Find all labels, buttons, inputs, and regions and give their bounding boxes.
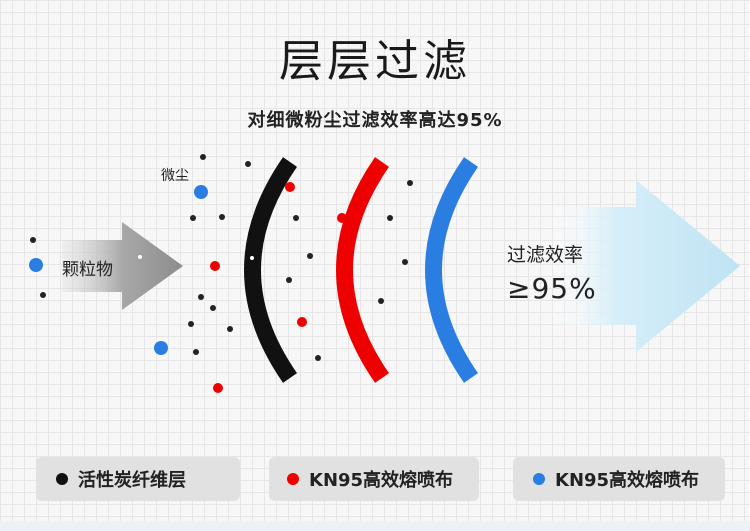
particle-dot [198, 294, 204, 300]
filter-layer-red [336, 157, 389, 383]
particles [29, 154, 413, 393]
particle-dot [40, 292, 46, 298]
black-dot-icon [56, 473, 68, 485]
particle-dot [210, 305, 216, 311]
legend-label: 活性炭纤维层 [78, 470, 186, 491]
particle-dot [29, 258, 43, 272]
particle-dot [194, 185, 208, 199]
filter-layer-carbon [244, 157, 297, 383]
particle-dot [250, 256, 254, 260]
dust-label: 微尘 [161, 168, 189, 184]
particle-dot [307, 253, 313, 259]
particle-dot [30, 237, 36, 243]
particle-dot [193, 349, 199, 355]
legend-item-blue-meltblown: KN95高效熔喷布 [513, 457, 725, 501]
particle-dot [190, 215, 196, 221]
red-dot-icon [287, 473, 299, 485]
output-arrow [548, 180, 740, 352]
legend-label: KN95高效熔喷布 [309, 470, 454, 491]
filter-layer-blue [425, 157, 478, 383]
page-subtitle: 对细微粉尘过滤效率高达95% [247, 110, 503, 131]
particle-dot [315, 355, 321, 361]
legend-label: KN95高效熔喷布 [555, 470, 700, 491]
particle-dot [188, 321, 194, 327]
particle-dot [219, 214, 225, 220]
legend-item-carbon: 活性炭纤维层 [36, 457, 240, 501]
page-title: 层层过滤 [279, 36, 471, 87]
input-arrow [62, 222, 183, 310]
particle-dot [154, 341, 168, 355]
particle-dot [387, 215, 393, 221]
particle-dot [210, 261, 220, 271]
particle-dot [138, 255, 142, 259]
particle-dot [227, 326, 233, 332]
particle-label: 颗粒物 [62, 260, 113, 280]
particle-dot [297, 317, 307, 327]
particle-dot [200, 154, 206, 160]
particle-dot [213, 383, 223, 393]
legend-item-red-meltblown: KN95高效熔喷布 [269, 457, 479, 501]
blue-dot-icon [533, 473, 545, 485]
particle-dot [402, 259, 408, 265]
particle-dot [286, 277, 292, 283]
particle-dot [337, 213, 347, 223]
bottom-strip [0, 521, 750, 531]
particle-dot [293, 215, 299, 221]
particle-dot [285, 182, 295, 192]
efficiency-label: 过滤效率 [507, 244, 584, 266]
particle-dot [245, 161, 251, 167]
efficiency-value: ≥95% [507, 272, 597, 305]
particle-dot [378, 298, 384, 304]
particle-dot [407, 180, 413, 186]
